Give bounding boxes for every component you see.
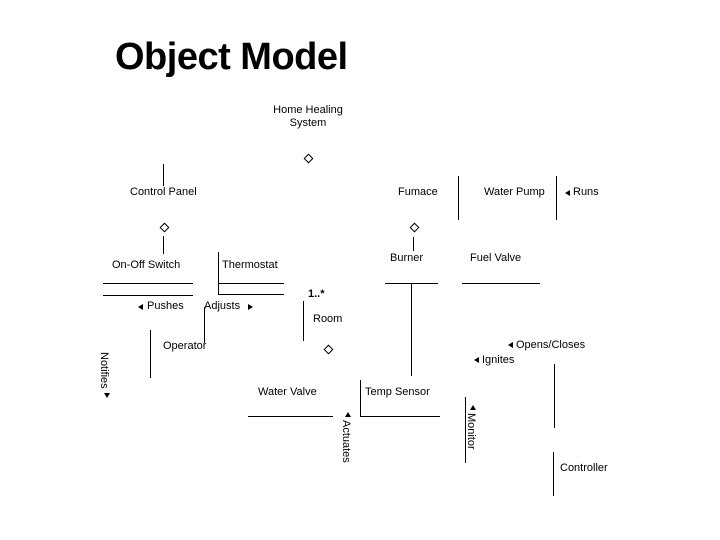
adjusts-arrow-icon (248, 304, 253, 310)
class-burner: Burner (390, 252, 424, 264)
divider-water-pump-right (556, 176, 557, 220)
class-room: Room (313, 313, 343, 325)
opens-closes-arrow-icon (508, 342, 513, 348)
assoc-adjusts: Adjusts (204, 300, 241, 312)
aggregation-diamond-room (323, 344, 334, 355)
class-furnace: Fumace (398, 186, 438, 198)
assoc-ignites: Ignites (482, 354, 515, 366)
connector-furnace-to-burner (413, 237, 414, 251)
assoc-pushes: Pushes (147, 300, 184, 312)
multiplicity-room: 1..* (308, 288, 325, 300)
class-control-panel: Control Panel (130, 186, 197, 198)
class-water-pump: Water Pump (484, 186, 545, 198)
connector-monitor (465, 397, 466, 463)
connector-ignites-to-controller (554, 364, 555, 428)
divider-operator-left (150, 330, 151, 378)
divider-thermostat-left (218, 252, 219, 294)
aggregation-diamond-furnace (409, 222, 420, 233)
aggregation-diamond-root (303, 153, 314, 164)
divider-thermostat-top (218, 283, 284, 284)
divider-on-off-switch-bottom (103, 295, 193, 296)
connector-adjusts-to-operator (204, 307, 205, 343)
notifies-arrow-icon (104, 393, 110, 398)
connector-control-panel-to-children (163, 236, 164, 254)
assoc-actuates: Actuates (340, 420, 352, 463)
class-temp-sensor: Temp Sensor (365, 386, 430, 398)
class-fuel-valve: Fuel Valve (470, 252, 522, 264)
connector-root-to-control-panel (163, 164, 164, 186)
pushes-arrow-icon (138, 304, 143, 310)
divider-on-off-switch-top (103, 283, 193, 284)
monitor-arrow-icon (470, 405, 476, 410)
divider-thermostat-bottom (218, 294, 284, 295)
class-operator: Operator (163, 340, 207, 352)
assoc-monitor: Monitor (465, 413, 477, 450)
class-home-heating-system-line1: Home Healing (273, 104, 343, 116)
aggregation-diamond-control-panel (159, 222, 170, 233)
divider-temp-sensor-bottom (360, 416, 440, 417)
connector-burner-to-temp-sensor (411, 283, 412, 376)
assoc-opens-closes: Opens/Closes (516, 339, 586, 351)
divider-temp-sensor-left (360, 380, 361, 417)
class-controller: Controller (560, 462, 608, 474)
divider-controller-left (553, 452, 554, 496)
ignites-arrow-icon (474, 357, 479, 363)
divider-furnace-right (458, 176, 459, 220)
assoc-notifies: Notifies (98, 352, 110, 389)
assoc-runs: Runs (573, 186, 599, 198)
class-thermostat: Thermostat (222, 259, 278, 271)
class-water-valve: Water Valve (258, 386, 317, 398)
class-on-off-switch: On-Off Switch (112, 259, 181, 271)
divider-water-valve-bottom (248, 416, 333, 417)
actuates-arrow-icon (345, 412, 351, 417)
page-title: Object Model (115, 36, 348, 78)
divider-fuel-valve-bottom (462, 283, 540, 284)
class-home-heating-system-line2: System (289, 117, 327, 129)
runs-arrow-icon (565, 190, 570, 196)
connector-room-up (303, 301, 304, 341)
